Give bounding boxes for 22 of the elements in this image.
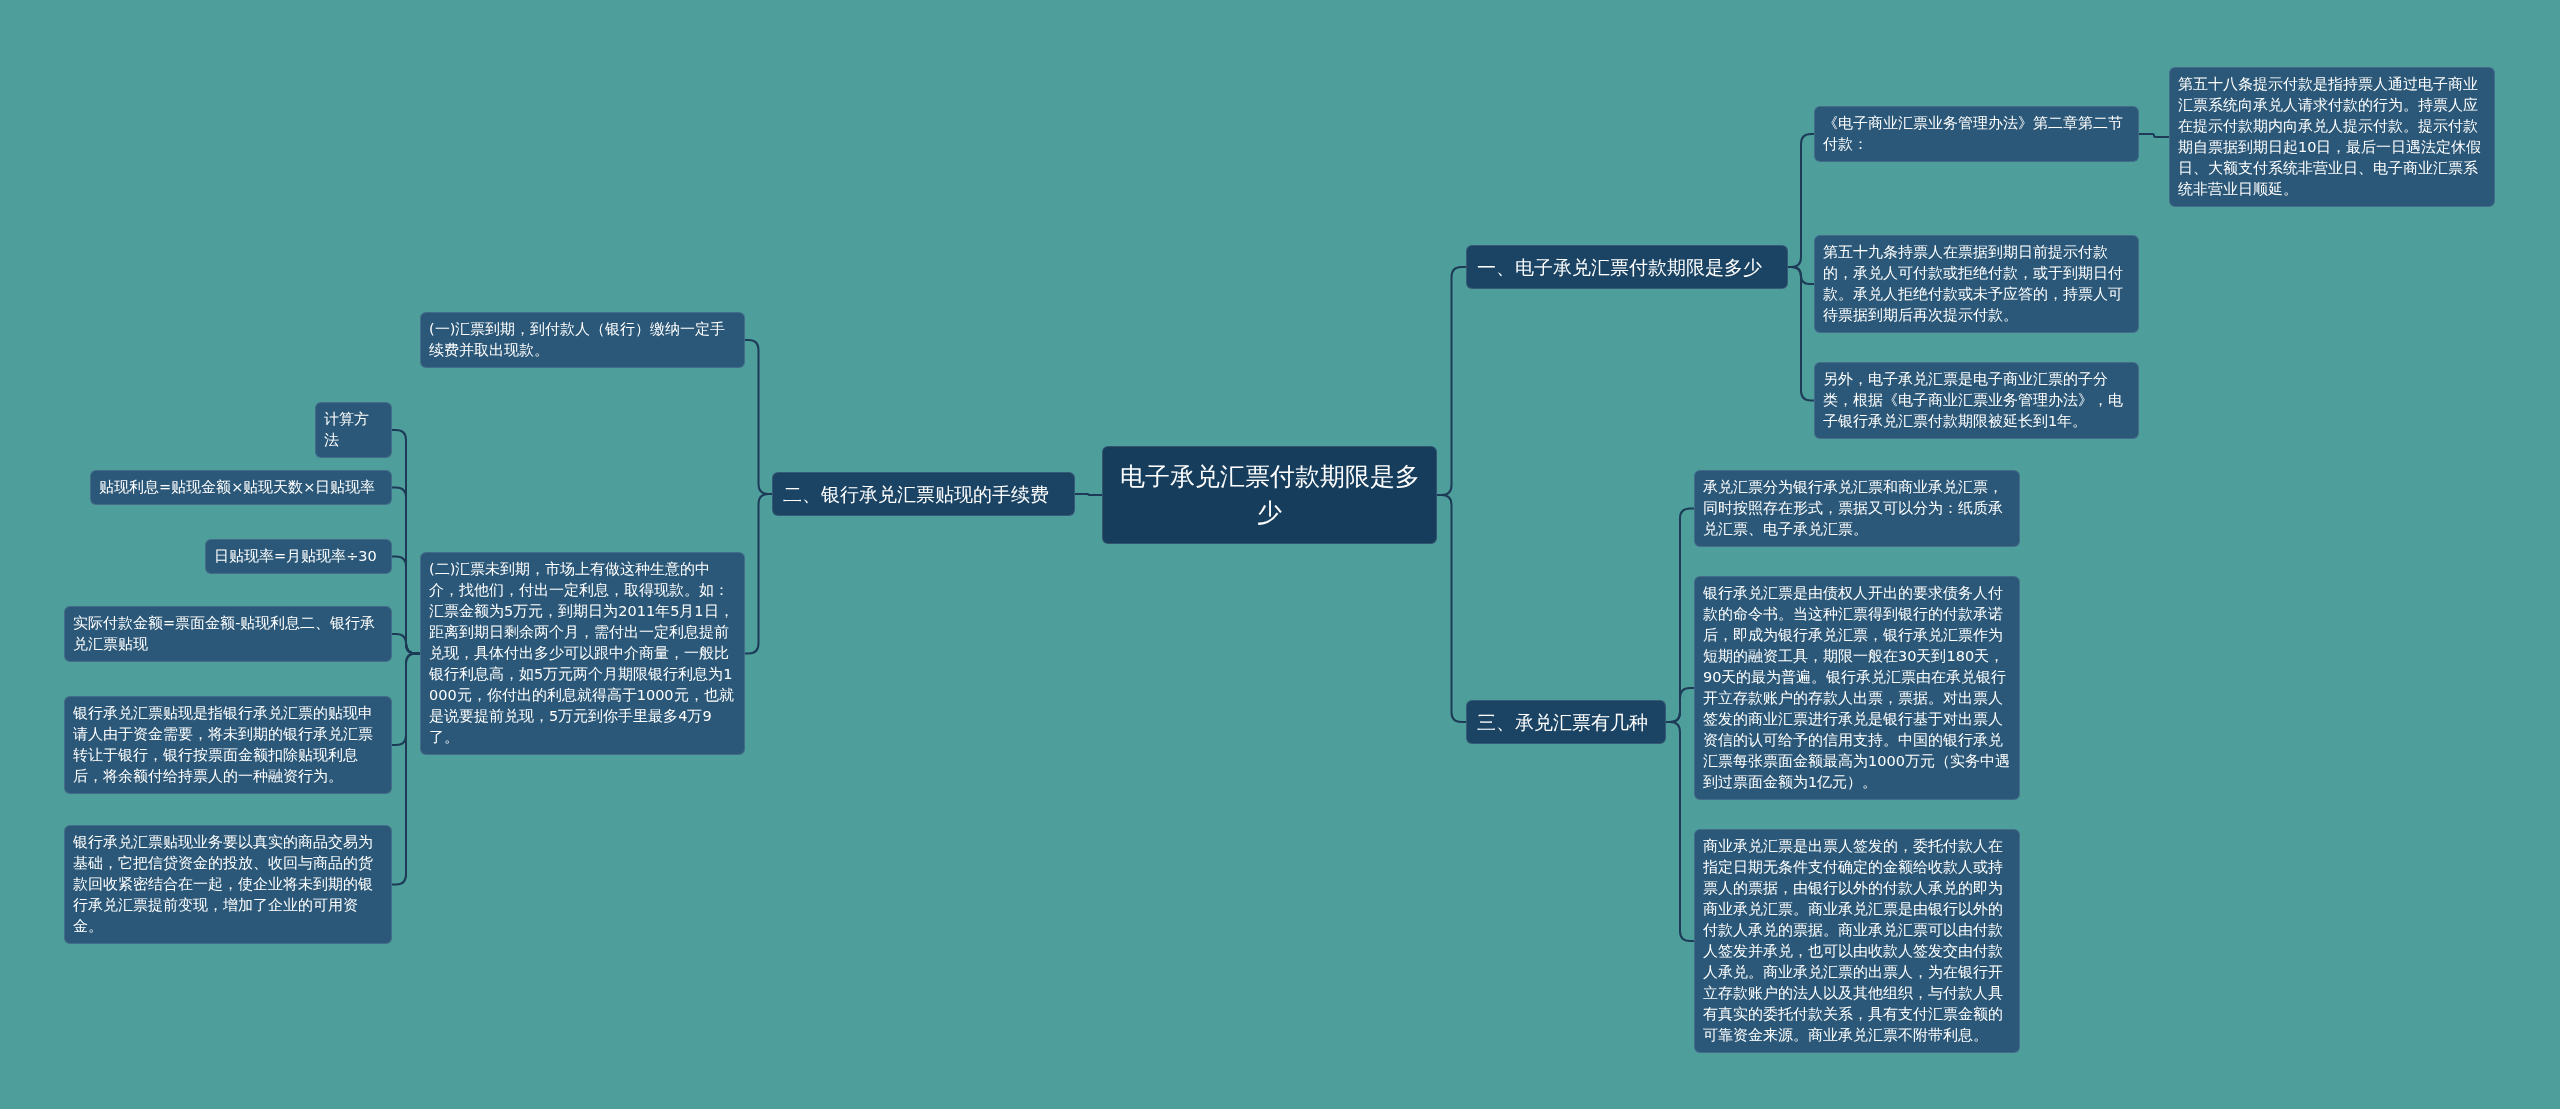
subtopic-box: (二)汇票未到期，市场上有做这种生意的中介，找他们，付出一定利息，取得现款。如：汇票金额为5万元，到期日为2011年5月1日，距离到期日剩余两个月，需付出一定利息提前兑现，具体付出多少可以跟中介商量，一般比银行利息高，如5万元两个月期限银行利息为1000元，你付出的利息就得高于1000元，也就是说要提前兑现，5万元到你手里最多4万9了。 bbox=[420, 552, 745, 755]
subtopic-box: 贴现利息=贴现金额×贴现天数×日贴现率 bbox=[90, 470, 392, 505]
subtopic-box: 第五十八条提示付款是指持票人通过电子商业汇票系统向承兑人请求付款的行为。持票人应在提示付款期内向承兑人提示付款。提示付款期自票据到期日起10日，最后一日遇法定休假日、大额支付系统非营业日、电子商业汇票系统非营业日顺延。 bbox=[2169, 67, 2495, 207]
connector-line bbox=[2138, 133, 2170, 138]
connector-line bbox=[1074, 493, 1103, 496]
subtopic-box: 《电子商业汇票业务管理办法》第二章第二节付款： bbox=[1814, 106, 2139, 162]
subtopic-box: 第五十九条持票人在票据到期日前提示付款的，承兑人可付款或拒绝付款，或于到期日付款。承兑人拒绝付款或未予应答的，持票人可待票据到期后再次提示付款。 bbox=[1814, 235, 2139, 333]
subtopic-box: 承兑汇票分为银行承兑汇票和商业承兑汇票，同时按照存在形式，票据又可以分为：纸质承兑汇票、电子承兑汇票。 bbox=[1694, 470, 2020, 547]
subtopic-box: 另外，电子承兑汇票是电子商业汇票的子分类，根据《电子商业汇票业务管理办法》，电子银行承兑汇票付款期限被延长到1年。 bbox=[1814, 362, 2139, 439]
subtopic-box: 银行承兑汇票贴现是指银行承兑汇票的贴现申请人由于资金需要，将未到期的银行承兑汇票转让于银行，银行按票面金额扣除贴现利息后，将余额付给持票人的一种融资行为。 bbox=[64, 696, 392, 794]
subtopic-box: 实际付款金额=票面金额-贴现利息二、银行承兑汇票贴现 bbox=[64, 606, 392, 662]
subtopic-box: 商业承兑汇票是出票人签发的，委托付款人在指定日期无条件支付确定的金额给收款人或持票人的票据，由银行以外的付款人承兑的即为商业承兑汇票。商业承兑汇票是由银行以外的付款人承兑的票据。商业承兑汇票可以由付款人签发并承兑，也可以由收款人签发交由付款人承兑。商业承兑汇票的出票人，为在银行开立存款账户的法人以及其他组织，与付款人具有真实的委托付款关系，具有支付汇票金额的可靠资金来源。商业承兑汇票不附带利息。 bbox=[1694, 829, 2020, 1053]
branch-topic-box: 二、银行承兑汇票贴现的手续费 bbox=[772, 472, 1075, 516]
subtopic-box: 银行承兑汇票是由债权人开出的要求债务人付款的命令书。当这种汇票得到银行的付款承诺后，即成为银行承兑汇票，银行承兑汇票作为短期的融资工具，期限一般在30天到180天，90天的最为普遍。银行承兑汇票由在承兑银行开立存款账户的存款人出票，票据。对出票人签发的商业汇票进行承兑是银行基于对出票人资信的认可给予的信用支持。中国的银行承兑汇票每张票面金额最高为1000万元（实务中遇到过票面金额为1亿元）。 bbox=[1694, 576, 2020, 800]
subtopic-box: (一)汇票到期，到付款人（银行）缴纳一定手续费并取出现款。 bbox=[420, 312, 745, 368]
central-topic-box: 电子承兑汇票付款期限是多少 bbox=[1102, 446, 1437, 544]
subtopic-box: 银行承兑汇票贴现业务要以真实的商品交易为基础，它把信贷资金的投放、收回与商品的货款回收紧密结合在一起，使企业将未到期的银行承兑汇票提前变现，增加了企业的可用资金。 bbox=[64, 825, 392, 944]
subtopic-box: 计算方法 bbox=[315, 402, 392, 458]
subtopic-box: 日贴现率=月贴现率÷30 bbox=[205, 539, 392, 574]
branch-topic-box: 一、电子承兑汇票付款期限是多少 bbox=[1466, 245, 1788, 289]
connector-line bbox=[391, 652, 421, 886]
branch-topic-box: 三、承兑汇票有几种 bbox=[1466, 700, 1666, 744]
